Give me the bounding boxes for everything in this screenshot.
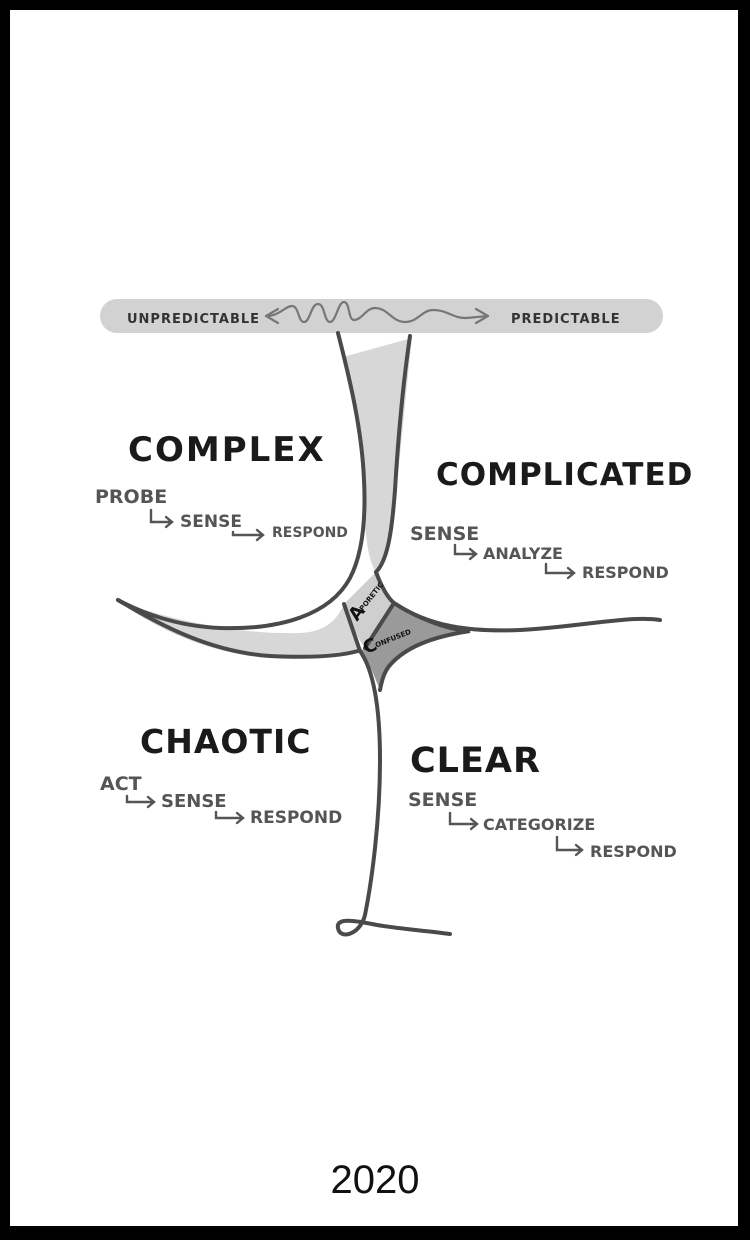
clear-step-1: SENSE [408, 789, 477, 811]
chaotic-title: CHAOTIC [140, 722, 311, 761]
clear-step-2: CATEGORIZE [483, 815, 595, 834]
chaotic-step-3: RESPOND [250, 808, 342, 828]
unpredictable-label: UNPREDICTABLE [127, 312, 260, 327]
complicated-title: COMPLICATED [436, 457, 693, 493]
complex-step-2: SENSE [180, 512, 242, 532]
predictable-label: PREDICTABLE [511, 312, 621, 327]
complex-step-1: PROBE [95, 486, 167, 508]
clear-step-3: RESPOND [590, 842, 677, 861]
year-caption: 2020 [0, 1158, 750, 1203]
complicated-boundary-fill [343, 338, 412, 572]
chaotic-step-1: ACT [100, 773, 142, 795]
complex-step-3: RESPOND [272, 525, 348, 541]
chaotic-step-2: SENSE [161, 791, 227, 812]
complicated-step-1: SENSE [410, 523, 479, 545]
complicated-step-3: RESPOND [582, 563, 669, 582]
complex-title: COMPLEX [128, 430, 326, 470]
complicated-step-2: ANALYZE [483, 544, 563, 563]
clear-title: CLEAR [410, 741, 541, 781]
